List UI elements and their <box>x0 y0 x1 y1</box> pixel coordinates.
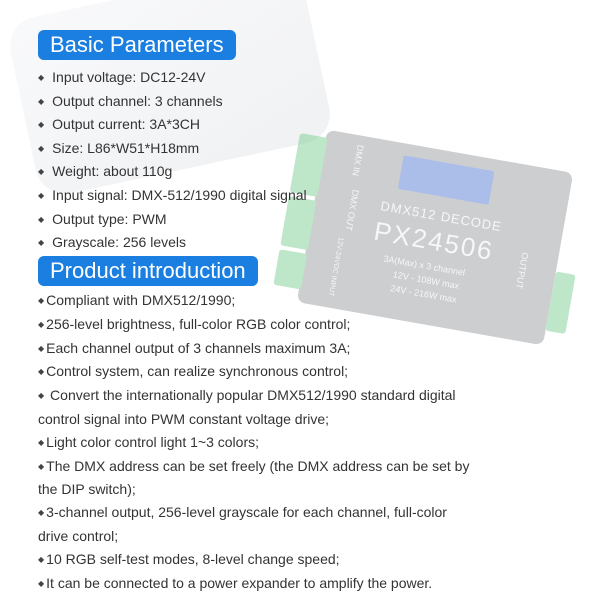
section-title-product-introduction: Product introduction <box>38 256 258 286</box>
list-item: Control system, can realize synchronous … <box>38 360 478 384</box>
list-item: 10 RGB self-test modes, 8-level change s… <box>38 548 478 572</box>
list-item: 3-channel output, 256-level grayscale fo… <box>38 501 478 548</box>
list-item: 256-level brightness, full-color RGB col… <box>38 313 478 337</box>
list-item: Compliant with DMX512/1990; <box>38 289 478 313</box>
label-output: OUTPUT <box>513 251 531 290</box>
list-item: It can be connected to a power expander … <box>38 572 478 596</box>
list-item: Output type: PWM <box>38 208 307 232</box>
terminal-block <box>273 249 308 290</box>
list-item: Weight: about 110g <box>38 160 307 184</box>
list-item: Output current: 3A*3CH <box>38 113 307 137</box>
basic-parameters-list: Input voltage: DC12-24V Output channel: … <box>38 66 307 255</box>
list-item: Output channel: 3 channels <box>38 90 307 114</box>
list-item: Input voltage: DC12-24V <box>38 66 307 90</box>
label-input: 12V-24VDC INPUT <box>326 236 345 297</box>
label-dmx-out: DMX OUT <box>343 188 361 232</box>
list-item: Size: L86*W51*H18mm <box>38 137 307 161</box>
list-item: Each channel output of 3 channels maximu… <box>38 337 478 361</box>
product-introduction-list: Compliant with DMX512/1990; 256-level br… <box>38 289 478 595</box>
label-dmx-in: DMX IN <box>350 144 366 177</box>
section-title-basic-parameters: Basic Parameters <box>38 30 236 60</box>
list-item: Light color control light 1~3 colors; <box>38 431 478 455</box>
list-item: The DMX address can be set freely (the D… <box>38 455 478 502</box>
list-item: Input signal: DMX-512/1990 digital signa… <box>38 184 307 208</box>
list-item: Grayscale: 256 levels <box>38 231 307 255</box>
dip-switch <box>397 155 495 205</box>
list-item: Convert the internationally popular DMX5… <box>38 384 478 431</box>
terminal-block <box>545 271 576 335</box>
